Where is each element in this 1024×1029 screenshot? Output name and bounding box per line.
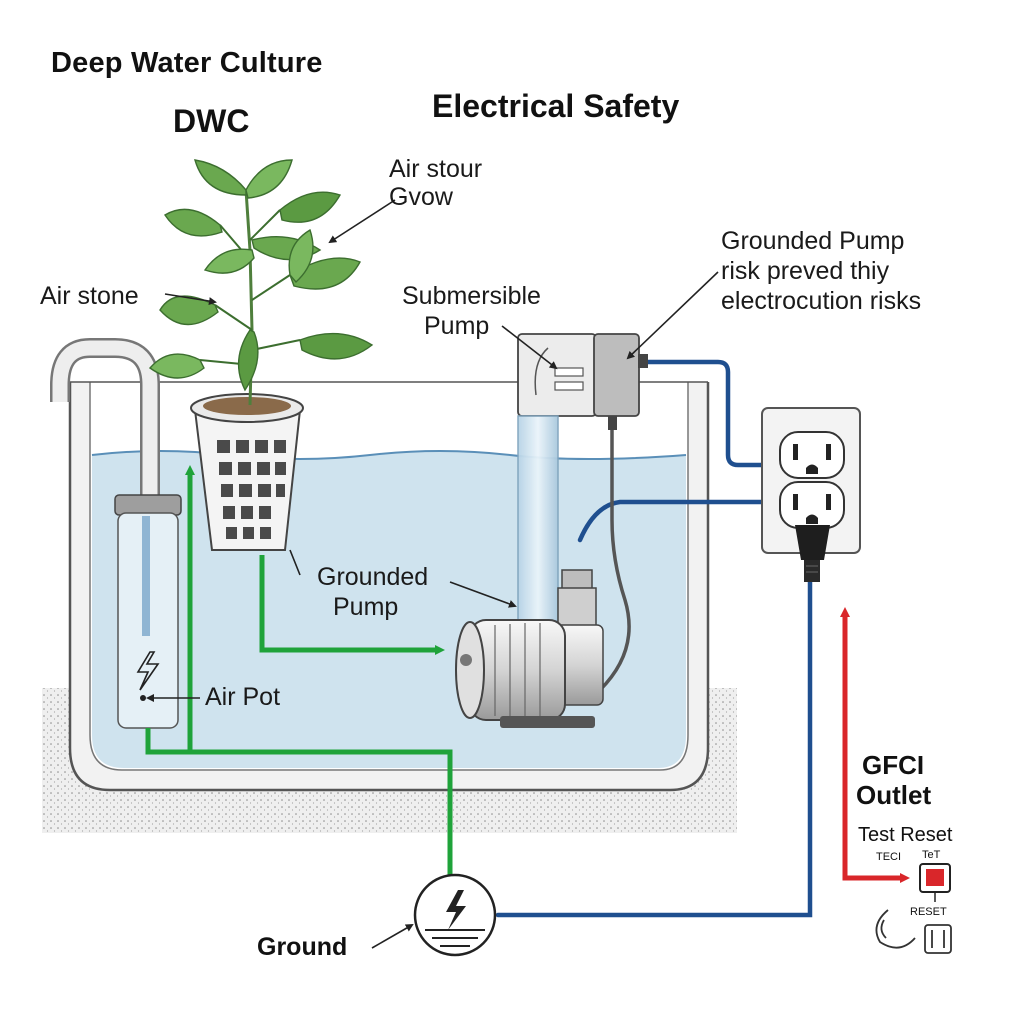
power-cables xyxy=(495,359,813,918)
test-reset-label: Test Reset xyxy=(858,824,953,846)
air-stone-icon xyxy=(50,338,182,729)
ground-label: Ground xyxy=(257,933,348,961)
air-stone-label: Air stone xyxy=(40,282,139,310)
reset-button-icon xyxy=(919,863,951,902)
grounded-pump-note-line2: risk preved thiy xyxy=(721,257,890,285)
main-title: Deep Water Culture xyxy=(51,47,323,79)
tet-label: TeT xyxy=(922,849,941,861)
pump-cord xyxy=(598,430,631,692)
ground-symbol-icon xyxy=(413,873,497,957)
air-pot-label: Air Pot xyxy=(205,683,281,711)
leader-lines xyxy=(146,199,719,949)
pump-lower-label: Pump xyxy=(333,593,399,621)
outlet-icon xyxy=(761,407,861,554)
red-fault-path xyxy=(840,607,910,883)
gvow-label: Gvow xyxy=(389,183,453,211)
grounded-label: Grounded xyxy=(317,563,429,591)
submersible-label: Submersible xyxy=(402,282,541,310)
air-stour-label: Air stour xyxy=(389,155,483,183)
gfci-device-icon xyxy=(875,909,952,954)
water-surface-line xyxy=(91,450,687,460)
water-tube xyxy=(517,415,559,622)
teci-label: TECI xyxy=(876,851,902,863)
green-air-path xyxy=(145,465,453,905)
net-pot-icon xyxy=(190,393,304,551)
gfci-label-line2: Outlet xyxy=(856,780,932,810)
reset-label: RESET xyxy=(910,906,947,918)
plug-icon xyxy=(795,525,830,582)
pump-icon xyxy=(455,569,604,728)
pump-label: Pump xyxy=(424,312,490,340)
gfci-label-line1: GFCI xyxy=(862,750,925,780)
electrical-safety-heading: Electrical Safety xyxy=(432,88,680,124)
dwc-heading: DWC xyxy=(173,103,250,139)
grounded-pump-note-line1: Grounded Pump xyxy=(721,227,905,255)
plant-icon xyxy=(148,159,374,406)
grounded-pump-note-line3: electrocution risks xyxy=(721,287,922,315)
lightning-icon xyxy=(136,651,160,691)
